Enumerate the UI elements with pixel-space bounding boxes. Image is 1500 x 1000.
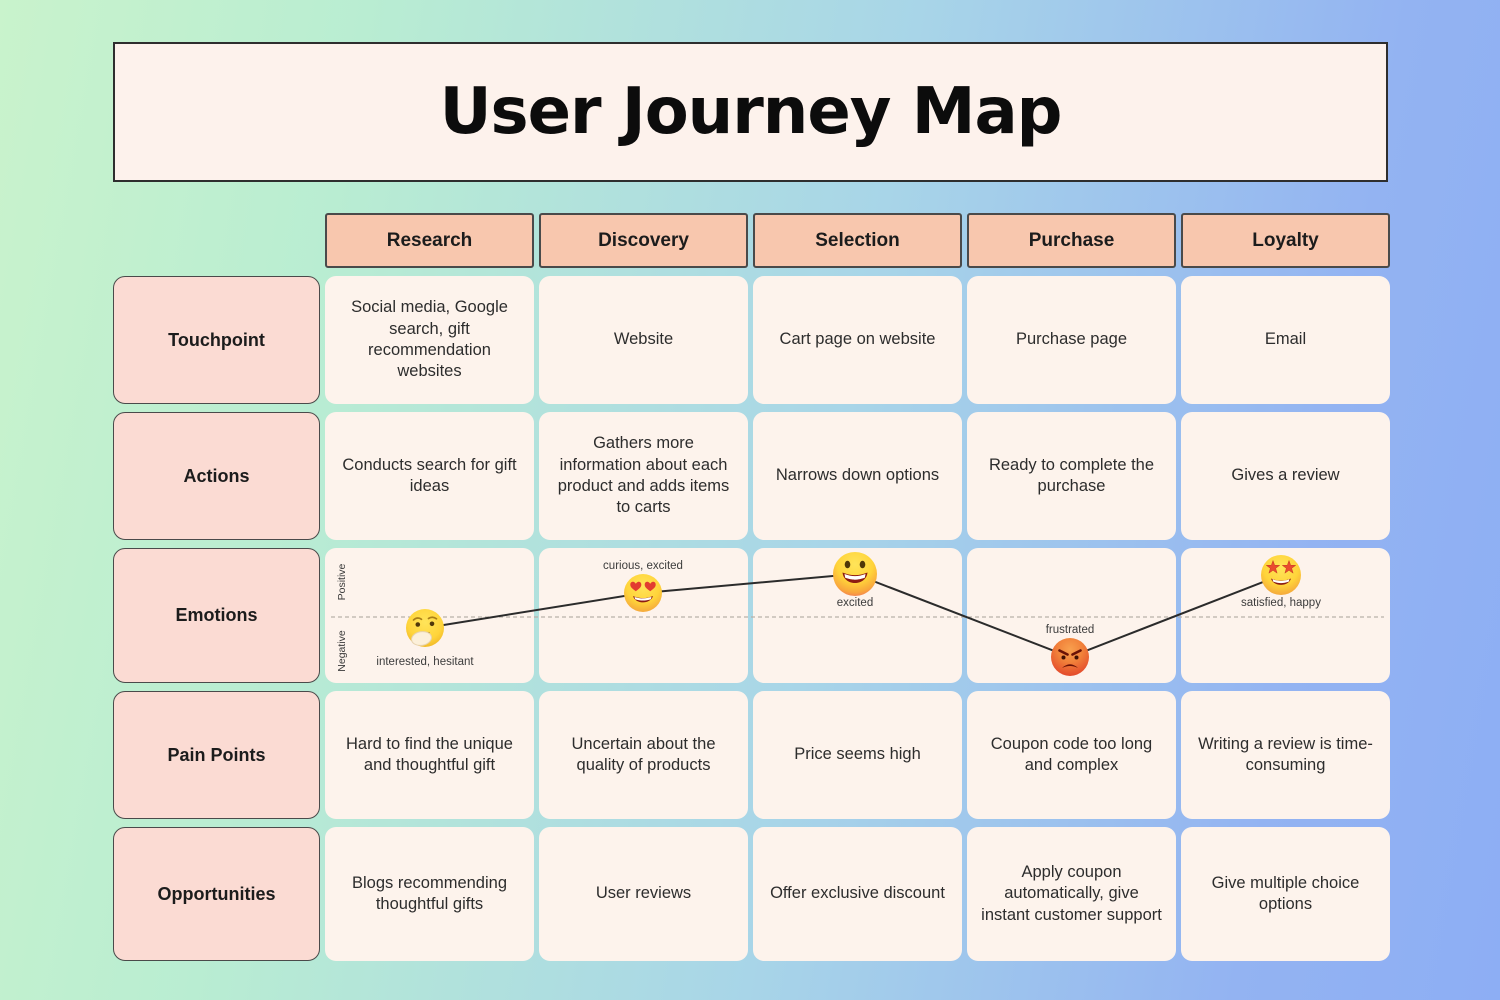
cell-touchpoint-discovery: Website (539, 276, 748, 404)
cell-opportunities-discovery: User reviews (539, 827, 748, 961)
corner-spacer (113, 213, 320, 268)
cell-painpoints-loyalty: Writing a review is time-consuming (1181, 691, 1390, 819)
emotion-label-purchase: frustrated (1045, 624, 1095, 636)
cell-painpoints-research: Hard to find the unique and thoughtful g… (325, 691, 534, 819)
cell-touchpoint-loyalty: Email (1181, 276, 1390, 404)
stage-header-purchase: Purchase (967, 213, 1176, 268)
stage-header-selection: Selection (753, 213, 962, 268)
stage-header-research: Research (325, 213, 534, 268)
title-banner: User Journey Map (113, 42, 1388, 182)
cell-actions-discovery: Gathers more information about each prod… (539, 412, 748, 540)
cell-actions-loyalty: Gives a review (1181, 412, 1390, 540)
big-grin-emoji (833, 552, 877, 596)
cell-emotions-discovery (539, 548, 748, 683)
cell-actions-selection: Narrows down options (753, 412, 962, 540)
stage-header-discovery: Discovery (539, 213, 748, 268)
star-struck-emoji (1261, 555, 1301, 595)
heart-eyes-emoji (624, 574, 662, 612)
cell-touchpoint-research: Social media, Google search, gift recomm… (325, 276, 534, 404)
axis-label-negative: Negative (336, 630, 348, 672)
thinking-hand-on-chin-emoji (406, 609, 444, 647)
journey-map-grid: Research Discovery Selection Purchase Lo… (113, 213, 1390, 961)
row-header-opportunities: Opportunities (113, 827, 320, 961)
cell-opportunities-research: Blogs recommending thoughtful gifts (325, 827, 534, 961)
cell-touchpoint-purchase: Purchase page (967, 276, 1176, 404)
stage-header-loyalty: Loyalty (1181, 213, 1390, 268)
emotion-label-research: interested, hesitant (376, 656, 474, 668)
row-header-emotions: Emotions (113, 548, 320, 683)
angry-face-emoji (1051, 638, 1089, 676)
cell-opportunities-loyalty: Give multiple choice options (1181, 827, 1390, 961)
row-header-touchpoint: Touchpoint (113, 276, 320, 404)
page-title: User Journey Map (439, 75, 1063, 149)
row-header-pain-points: Pain Points (113, 691, 320, 819)
cell-painpoints-selection: Price seems high (753, 691, 962, 819)
axis-label-positive: Positive (336, 563, 348, 601)
row-header-actions: Actions (113, 412, 320, 540)
emotion-label-selection: excited (836, 597, 874, 609)
cell-opportunities-selection: Offer exclusive discount (753, 827, 962, 961)
cell-painpoints-discovery: Uncertain about the quality of products (539, 691, 748, 819)
cell-touchpoint-selection: Cart page on website (753, 276, 962, 404)
cell-painpoints-purchase: Coupon code too long and complex (967, 691, 1176, 819)
emotion-label-loyalty: satisfied, happy (1241, 597, 1321, 609)
cell-actions-research: Conducts search for gift ideas (325, 412, 534, 540)
cell-actions-purchase: Ready to complete the purchase (967, 412, 1176, 540)
emotion-label-discovery: curious, excited (603, 560, 683, 572)
cell-opportunities-purchase: Apply coupon automatically, give instant… (967, 827, 1176, 961)
